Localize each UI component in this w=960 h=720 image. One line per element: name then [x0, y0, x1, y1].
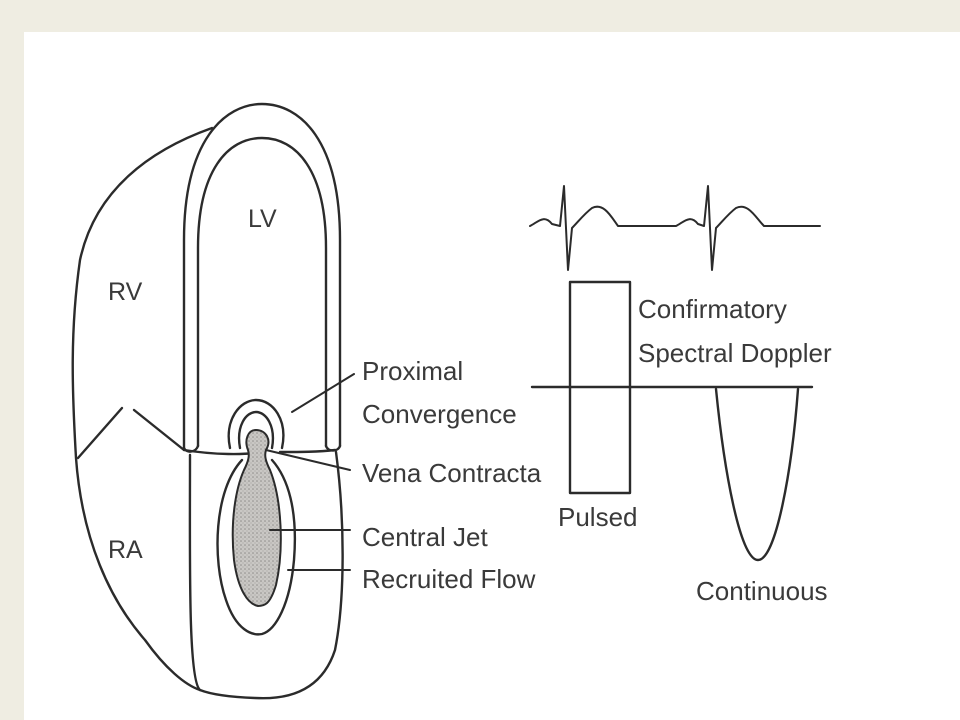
label-vena-contracta: Vena Contracta [362, 458, 542, 488]
label-pulsed: Pulsed [558, 502, 638, 532]
label-continuous: Continuous [696, 576, 828, 606]
lv-wall-cap-left [182, 444, 200, 453]
slide-canvas: LV RV RA Proximal Convergence Vena Contr… [24, 32, 960, 720]
lv-wall-cap-right [324, 444, 342, 452]
label-convergence: Convergence [362, 399, 517, 429]
label-rv: RV [108, 278, 143, 306]
ecg-trace [529, 185, 821, 271]
lv-inner-wall [196, 136, 328, 448]
tricuspid-leaflet-left [76, 406, 124, 460]
label-confirmatory: Confirmatory [638, 294, 787, 324]
label-recruited-flow: Recruited Flow [362, 564, 536, 594]
rv-outer-wall [71, 126, 214, 692]
pulsed-doppler-box [568, 280, 632, 495]
central-jet [231, 428, 282, 608]
label-proximal: Proximal [362, 356, 463, 386]
heart-illustration [71, 102, 355, 700]
lv-outer-wall [182, 102, 342, 450]
label-spectral-doppler: Spectral Doppler [638, 338, 832, 368]
leader-proximal-convergence [291, 373, 355, 413]
ra-bottom-wall [188, 453, 202, 692]
label-central-jet: Central Jet [362, 522, 488, 552]
continuous-doppler-envelope [714, 387, 800, 562]
doppler-panel [529, 185, 821, 562]
label-ra: RA [108, 536, 143, 564]
tricuspid-leaflet-right [132, 408, 186, 452]
label-lv: LV [248, 205, 277, 233]
la-outer-wall [198, 450, 344, 700]
leader-vena-contracta [265, 449, 351, 471]
recruited-flow-outline [216, 458, 297, 636]
av-groove-right [278, 448, 337, 454]
proximal-convergence-inner [237, 410, 275, 450]
doppler-diagram: LV RV RA Proximal Convergence Vena Contr… [71, 102, 832, 700]
proximal-convergence-outer [227, 398, 285, 450]
